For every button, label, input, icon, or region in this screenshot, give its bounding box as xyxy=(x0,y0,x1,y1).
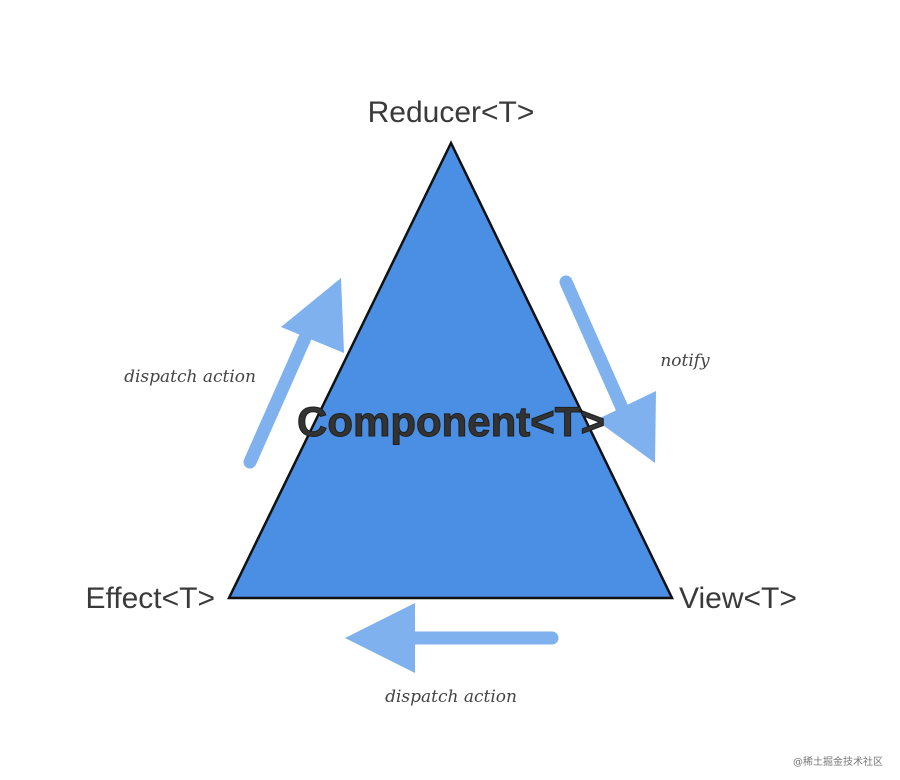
arrow-head-bottom xyxy=(345,603,415,673)
node-label-view: View<T> xyxy=(679,582,797,615)
dispatch-action-arrow-bottom xyxy=(345,603,559,673)
edge-label-dispatch-action-left: dispatch action xyxy=(124,367,256,387)
arrow-shaft-left xyxy=(243,315,319,469)
arrow-head-left xyxy=(281,278,344,353)
component-triangle xyxy=(226,140,674,600)
node-label-effect: Effect<T> xyxy=(85,582,215,615)
dispatch-action-arrow-left xyxy=(243,278,344,469)
arrow-head-right xyxy=(596,391,656,463)
notify-arrow-right xyxy=(559,275,656,463)
arrow-shaft-right xyxy=(559,275,629,415)
watermark: @稀土掘金技术社区 xyxy=(793,755,883,768)
edge-label-notify: notify xyxy=(660,351,710,371)
edge-label-dispatch-action-bottom: dispatch action xyxy=(385,687,517,707)
node-label-reducer: Reducer<T> xyxy=(368,96,535,129)
center-label-component: Component<T> xyxy=(297,398,605,445)
